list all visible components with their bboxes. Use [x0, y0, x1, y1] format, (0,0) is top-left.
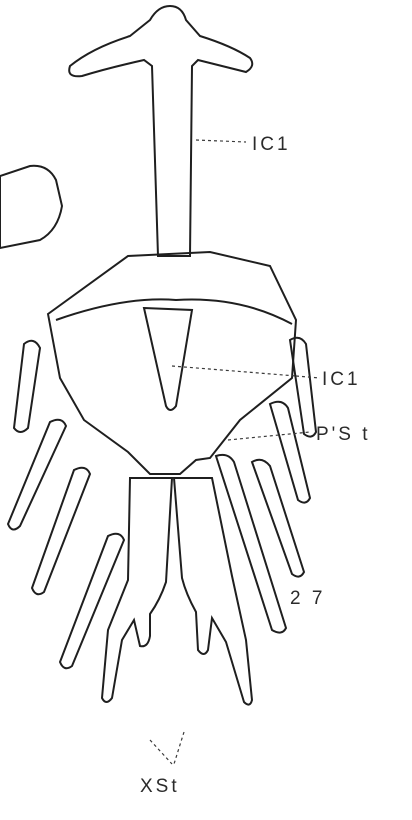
leader-xst-right: [174, 732, 184, 764]
label-pst: P'S t: [316, 424, 371, 445]
adjacent-bone-fragment: [0, 166, 62, 248]
leader-ic1-lower: [172, 366, 296, 376]
label-ic1-upper: IC1: [252, 134, 291, 155]
interclavicle-spike: [144, 308, 192, 410]
label-ic1-lower: IC1: [322, 369, 361, 390]
parasternum-plate: [48, 252, 296, 474]
label-xst: XSt: [140, 776, 180, 797]
figure-number: 2 7: [290, 588, 325, 609]
interclavicle-upper: [69, 6, 252, 256]
plate-ridge: [56, 299, 292, 324]
leader-ic1-upper: [196, 140, 246, 142]
leader-xst-left: [150, 740, 172, 764]
xiphisternum-processes: [102, 478, 252, 705]
leader-ic1-lower-2: [296, 376, 320, 378]
leader-pst: [228, 432, 310, 440]
